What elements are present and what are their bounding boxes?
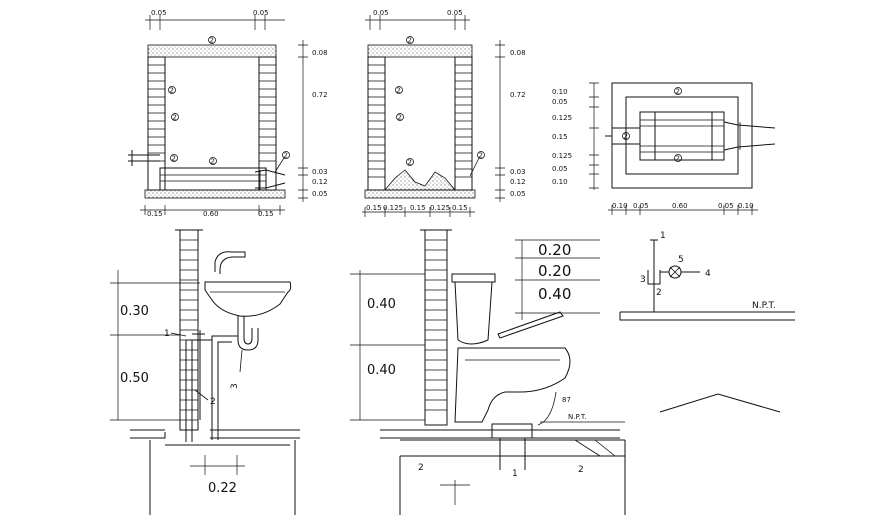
dim-right-2: 0.72 [312,91,328,99]
dim-right-2: 0.72 [510,91,526,99]
sink-section: 0.30 0.50 0.22 1 2 3 [110,229,300,515]
dim-top-right: 0.05 [447,9,463,17]
toilet-seat-lid [497,311,564,339]
callout-1: 1 [164,329,170,339]
dim-0-40-upper: 0.40 [367,297,396,312]
marker-top: 2 [408,37,412,45]
marker-wall-1: 2 [397,87,401,95]
dim-bottom-5: 0.15 [452,204,468,212]
sink-basin [204,281,292,317]
marker-bottom: 2 [676,155,680,163]
plan-section-3: 2 2 2 0.10 0.05 0.125 0.15 0.125 0.05 0.… [552,82,776,215]
dim-left-7: 0.10 [552,178,568,186]
dim-bottom-4: 0.05 [718,202,734,210]
dim-right-1: 0.08 [312,49,328,57]
dim-right-1: 0.08 [510,49,526,57]
detail-callout-4: 4 [705,269,711,279]
dim-left-6: 0.05 [552,165,568,173]
detail-callout-1: 1 [660,231,666,241]
dim-left-4: 0.15 [552,133,568,141]
dim-0-20-top: 0.20 [538,241,571,259]
callout-2-left: 2 [418,463,424,473]
dim-bottom-1: 0.15 [366,204,382,212]
dim-right-5: 0.05 [312,190,328,198]
marker-sediment: 2 [408,159,412,167]
dim-bottom-3: 0.15 [410,204,426,212]
dim-bottom-4: 0.125 [430,204,450,212]
marker-top: 2 [210,37,214,45]
dim-0-50: 0.50 [120,371,149,386]
dim-right-4: 0.12 [510,178,526,186]
detail-callout-3: 3 [640,275,646,285]
callout-1: 1 [512,469,518,479]
toilet-tank-lid [451,273,496,283]
marker-wall-2: 2 [173,114,177,122]
dim-0-20-mid: 0.20 [538,262,571,280]
sediment [384,169,456,191]
dim-0-30: 0.30 [120,304,149,319]
dim-left-3: 0.125 [552,114,572,122]
callout-3: 3 [230,383,240,389]
dim-0-40-lower: 0.40 [367,363,396,378]
callout-2: 2 [210,397,216,407]
brick-pattern-right [259,64,276,162]
detail-callout-2: 2 [656,288,662,298]
roof-symbol [659,393,781,413]
npt-label: N.P.T. [752,301,776,311]
dim-bottom-1: 0.15 [147,210,163,218]
dim-bottom-1: 0.10 [612,202,628,210]
marker-top: 2 [676,88,680,96]
dim-0-22: 0.22 [208,481,237,496]
dim-left-1: 0.10 [552,88,568,96]
marker-right: 2 [479,152,483,160]
toilet-bowl [454,347,571,423]
dim-0-40: 0.40 [538,285,571,303]
dim-top-left: 0.05 [373,9,389,17]
marker-pipe: 2 [172,155,176,163]
npt-label: N.P.T. [568,413,587,421]
dim-top-left: 0.05 [151,9,167,17]
marker-wall-1: 2 [170,87,174,95]
dim-right-5: 0.05 [510,190,526,198]
pipe-detail: 0.20 0.20 0.40 1 2 3 4 5 N.P.T. [515,231,795,413]
dim-bottom-2: 0.60 [203,210,219,218]
detail-callout-5: 5 [678,255,684,265]
dim-right-3: 0.03 [510,168,526,176]
marker-floor: 2 [211,158,215,166]
dim-bottom-3: 0.15 [258,210,274,218]
dim-bottom-2: 0.05 [633,202,649,210]
dim-bottom-3: 0.60 [672,202,688,210]
marker-outlet: 2 [284,152,288,160]
toilet-tank [454,281,493,345]
dim-top-right: 0.05 [253,9,269,17]
dim-bottom-2: 0.125 [383,204,403,212]
callout-2-right: 2 [578,465,584,475]
faucet [214,251,246,274]
dim-left-5: 0.125 [552,152,572,160]
plan-section-2: 0.05 0.05 2 2 2 2 2 0.08 0.72 0.03 0.12 … [362,9,526,217]
dim-right-3: 0.03 [312,168,328,176]
angle-label: 87 [562,396,571,404]
dim-bottom-5: 0.10 [738,202,754,210]
brick-pattern-left [148,64,165,162]
dim-right-4: 0.12 [312,178,328,186]
dim-left-2: 0.05 [552,98,568,106]
plan-section-1: 0.05 0.05 2 2 2 2 2 [128,9,328,218]
marker-wall-2: 2 [398,114,402,122]
toilet-section: 87 N.P.T. 0.40 0.40 1 2 2 [350,229,626,515]
marker-left: 2 [624,133,628,141]
